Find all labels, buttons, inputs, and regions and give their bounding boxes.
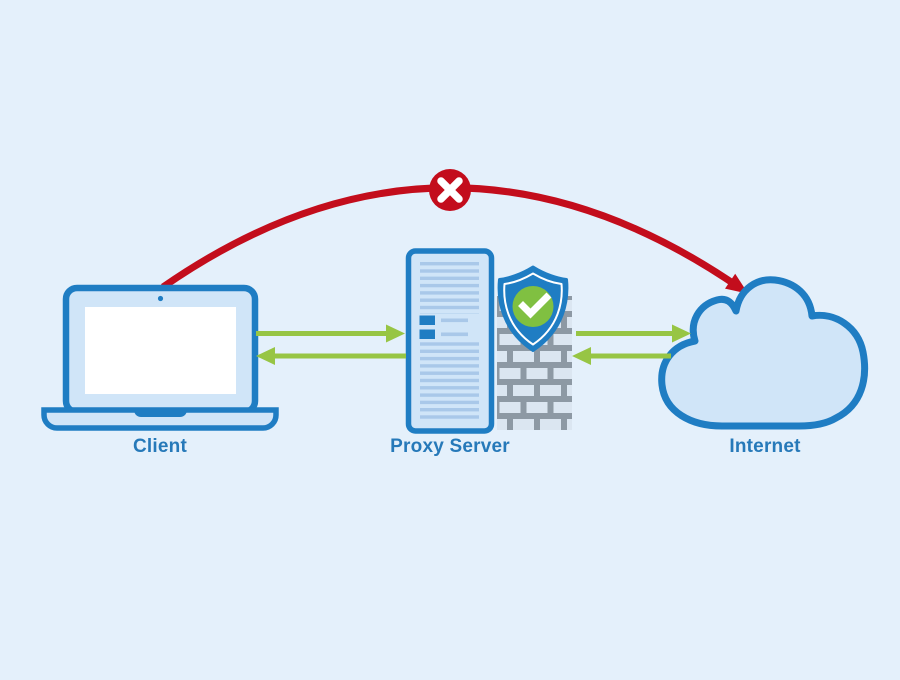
shield-check-icon <box>497 265 569 352</box>
arrow-internet-to-proxy <box>572 347 671 365</box>
arrow-client-to-proxy <box>256 324 405 343</box>
cloud-icon <box>658 276 869 430</box>
laptop-icon <box>41 284 279 431</box>
client-label: Client <box>133 436 187 457</box>
server-icon <box>405 248 495 434</box>
x-circle-icon <box>429 169 471 211</box>
arrow-proxy-to-internet <box>576 324 691 343</box>
proxy-server-label: Proxy Server <box>390 436 510 457</box>
arrow-proxy-to-client <box>256 347 406 365</box>
internet-label: Internet <box>729 436 801 457</box>
